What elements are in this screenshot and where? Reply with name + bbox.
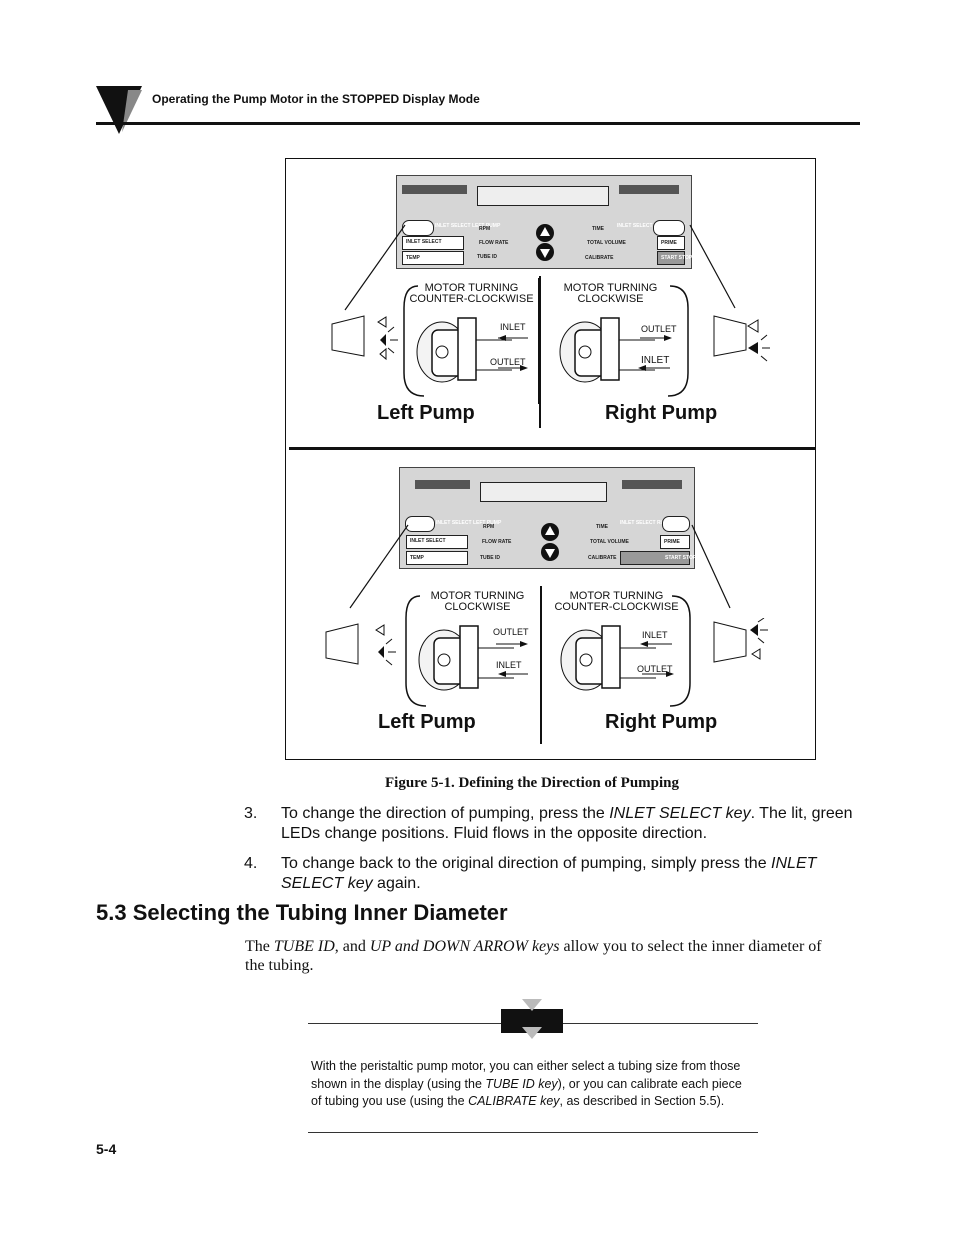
start-stop-key: START STOP <box>661 255 693 261</box>
bottom-right-inlet-label: INLET <box>642 630 668 640</box>
header-title: Operating the Pump Motor in the STOPPED … <box>152 92 480 106</box>
step-number: 3. <box>244 805 258 822</box>
bottom-right-outlet-label: OUTLET <box>637 664 673 674</box>
figure-frame <box>285 158 816 760</box>
inlet-select-right-key-bottom: INLET SELECT RIGHT PUMP <box>620 520 689 526</box>
control-panel-top: INLET SELECT LEFT PUMP RPM TIME INLET SE… <box>396 175 692 269</box>
flow-rate-key: FLOW RATE <box>479 240 509 246</box>
temp-key-bottom: TEMP <box>410 555 424 561</box>
tube-id-key-bottom: TUBE ID <box>480 555 500 561</box>
bottom-left-motor-label: MOTOR TURNING CLOCKWISE <box>430 590 525 613</box>
note-text: With the peristaltic pump motor, you can… <box>311 1059 742 1108</box>
left-pump-head-icon-bottom <box>418 625 514 691</box>
leader-lines-top <box>344 224 736 311</box>
temp-key: TEMP <box>406 255 420 261</box>
left-connector-icon-bottom <box>325 623 396 666</box>
top-left-inlet-label: INLET <box>500 322 526 332</box>
inlet-select-key: INLET SELECT <box>406 239 442 245</box>
prime-key-bottom: PRIME <box>664 539 680 545</box>
right-connector-icon <box>713 315 747 357</box>
time-key-bottom: TIME <box>596 524 608 530</box>
top-right-pump-label: Right Pump <box>605 402 718 424</box>
pump-divider-top <box>539 276 541 428</box>
note-marker-icon <box>522 999 542 1039</box>
left-connector-icon <box>331 315 398 361</box>
prime-key: PRIME <box>661 240 677 246</box>
up-down-arrow-keys-icon[interactable] <box>534 222 556 262</box>
display-window-bottom <box>480 482 607 502</box>
figure-divider <box>289 447 816 450</box>
up-down-arrow-keys-icon-bottom[interactable] <box>539 521 561 563</box>
inlet-select-right-button-bottom[interactable] <box>662 516 690 532</box>
time-key: TIME <box>592 226 604 232</box>
header-rule <box>96 122 860 125</box>
tube-id-key: TUBE ID <box>477 254 497 260</box>
note-bottom-rule <box>308 1132 758 1133</box>
figure-caption: Figure 5-1. Defining the Direction of Pu… <box>385 775 680 791</box>
inlet-select-key-bottom: INLET SELECT <box>410 538 446 544</box>
top-right-inlet-label: INLET <box>641 355 670 366</box>
top-left-motor-label: MOTOR TURNING COUNTER-CLOCKWISE <box>409 282 534 305</box>
flow-arrows-bottom <box>496 641 674 677</box>
flow-arrows-top <box>498 335 672 371</box>
inlet-select-right-key: INLET SELECT RIGHT PUMP <box>617 223 686 229</box>
leader-lines-bottom <box>349 524 731 609</box>
inlet-select-right-button[interactable] <box>653 220 685 236</box>
rpm-key: RPM <box>479 226 491 232</box>
calibrate-key: CALIBRATE <box>585 255 614 261</box>
page-number: 5-4 <box>96 1141 117 1157</box>
calibrate-key-bottom: CALIBRATE <box>588 555 617 561</box>
top-right-motor-label: MOTOR TURNING CLOCKWISE <box>563 282 658 305</box>
step-3: 3. To change the direction of pumping, p… <box>244 804 864 844</box>
right-pump-head-icon <box>559 317 655 383</box>
top-left-pump-label: Left Pump <box>377 402 475 424</box>
step-number: 4. <box>244 855 258 872</box>
rpm-key-bottom: RPM <box>483 524 495 530</box>
bottom-left-inlet-label: INLET <box>496 660 522 670</box>
start-stop-key-bottom: START STOP <box>665 555 697 561</box>
top-right-outlet-label: OUTLET <box>641 324 677 334</box>
display-window <box>477 186 609 206</box>
total-volume-key-bottom: TOTAL VOLUME <box>590 539 629 545</box>
inlet-select-left-key: INLET SELECT LEFT PUMP <box>435 223 501 229</box>
total-volume-key: TOTAL VOLUME <box>587 240 626 246</box>
bottom-left-outlet-label: OUTLET <box>493 627 529 637</box>
bottom-right-pump-label: Right Pump <box>605 711 718 733</box>
section-heading: 5.3 Selecting the Tubing Inner Diameter <box>96 900 508 925</box>
right-connector-icon-bottom <box>713 618 768 663</box>
step-text: To change back to the original direction… <box>281 855 817 892</box>
left-pump-head-icon <box>416 317 512 383</box>
right-arrows-top-icon <box>747 319 770 362</box>
bottom-left-pump-label: Left Pump <box>378 711 476 733</box>
inlet-select-left-key-bottom: INLET SELECT LEFT PUMP <box>436 520 502 526</box>
right-pump-head-icon-bottom <box>560 625 656 691</box>
flow-rate-key-bottom: FLOW RATE <box>482 539 512 545</box>
control-panel-bottom: INLET SELECT LEFT PUMP RPM TIME INLET SE… <box>399 467 697 569</box>
step-text: To change the direction of pumping, pres… <box>281 805 853 842</box>
bottom-right-motor-label: MOTOR TURNING COUNTER-CLOCKWISE <box>554 590 679 613</box>
inlet-select-left-button-bottom[interactable] <box>405 516 435 532</box>
top-left-outlet-label: OUTLET <box>490 357 526 367</box>
pump-divider-bottom <box>540 586 542 744</box>
intro-paragraph: The TUBE ID, and UP and DOWN ARROW keys … <box>245 938 822 974</box>
header-triangle-icon <box>96 86 142 134</box>
step-4: 4. To change back to the original direct… <box>244 854 864 894</box>
pump-bracket-bottom <box>405 595 691 707</box>
